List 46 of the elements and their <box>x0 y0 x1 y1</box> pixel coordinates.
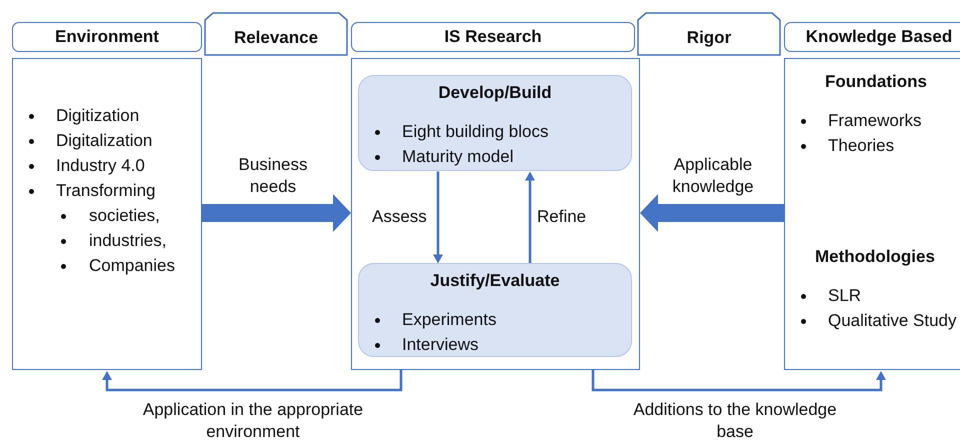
arrow <box>433 172 443 264</box>
panel-box <box>351 58 640 370</box>
block-arrow <box>640 194 784 232</box>
list-item: Interviews <box>367 334 479 355</box>
header-text: Rigor <box>686 28 732 48</box>
list-item: Theories <box>793 135 894 156</box>
edge-label: Additions to the knowledge base <box>632 399 838 442</box>
list-item: Experiments <box>367 309 496 330</box>
panel-box <box>12 58 202 370</box>
edge-label: Application in the appropriate environment <box>142 399 364 442</box>
edge-label: Refine <box>537 206 588 228</box>
header-text: Relevance <box>234 28 318 48</box>
list-item: industries, <box>13 230 166 251</box>
edge-label: Assess <box>372 206 428 228</box>
header-box <box>12 22 202 52</box>
list-item: Transforming <box>21 180 156 201</box>
header-text: IS Research <box>444 27 542 47</box>
heading-text: Develop/Build <box>438 82 552 103</box>
arrow <box>102 370 402 392</box>
list-item: Qualitative Study <box>793 310 957 331</box>
arrow <box>592 370 886 392</box>
list-item: Digitization <box>21 105 140 126</box>
process-box <box>358 75 632 171</box>
heading-text: Justify/Evaluate <box>430 270 560 291</box>
list-item: Industry 4.0 <box>21 155 145 176</box>
list-item: Digitalization <box>21 130 152 151</box>
list-item: Companies <box>13 255 175 276</box>
block-arrow <box>202 194 351 232</box>
list-item: Frameworks <box>793 110 922 131</box>
heading-text: Methodologies <box>815 246 935 267</box>
list-item: Maturity model <box>367 146 514 167</box>
tab-shape <box>204 12 348 56</box>
list-item: Eight building blocs <box>367 121 548 142</box>
header-box <box>784 22 960 52</box>
arrow <box>525 172 535 264</box>
header-text: Knowledge Based <box>806 27 952 47</box>
header-text: Environment <box>55 27 159 47</box>
panel-box <box>784 58 960 370</box>
heading-text: Foundations <box>825 71 927 92</box>
edge-label: Applicable knowledge <box>671 154 755 198</box>
list-item: SLR <box>793 285 862 306</box>
header-box <box>351 22 635 52</box>
tab-shape <box>637 12 781 56</box>
process-box <box>358 263 632 357</box>
list-item: societies, <box>13 205 160 226</box>
edge-label: Business needs <box>238 154 308 198</box>
